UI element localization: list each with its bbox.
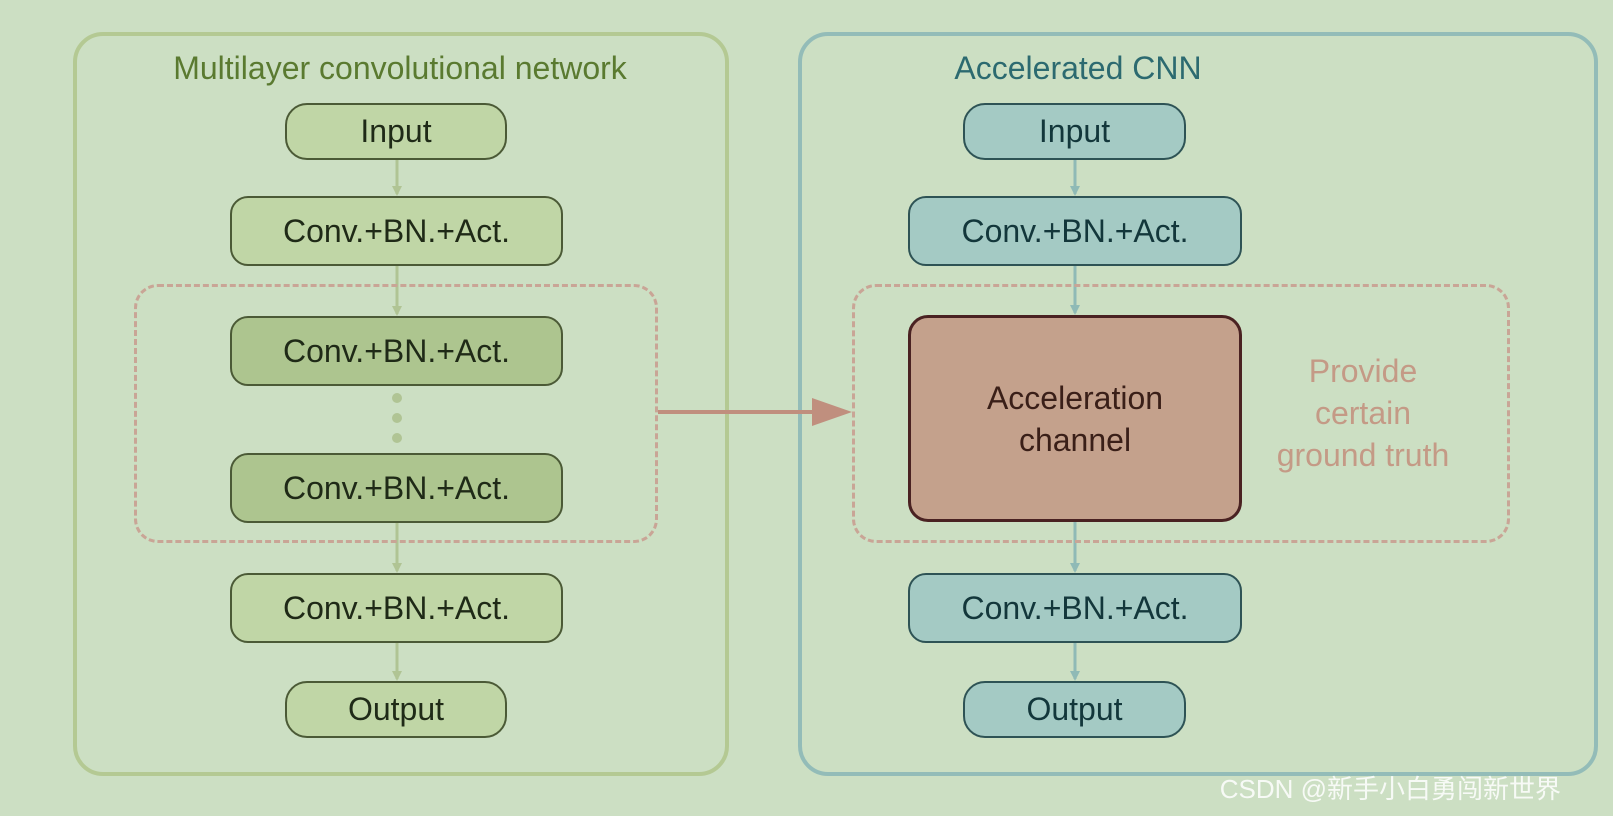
ellipsis-dot bbox=[392, 393, 402, 403]
left-conv-layer-4: Conv.+BN.+Act. bbox=[230, 573, 563, 643]
acceleration-label-line1: Acceleration bbox=[986, 379, 1164, 416]
left-input-node: Input bbox=[285, 103, 507, 160]
right-panel-title: Accelerated CNN bbox=[954, 50, 1202, 86]
ellipsis-dot bbox=[392, 413, 402, 423]
left-conv-layer-2: Conv.+BN.+Act. bbox=[230, 316, 563, 386]
ellipsis-dot bbox=[392, 433, 402, 443]
right-output-node: Output bbox=[963, 681, 1186, 738]
ground-truth-note: Provide certain ground truth bbox=[1277, 350, 1450, 476]
accelerated-cnn-panel bbox=[798, 32, 1598, 776]
right-input-node: Input bbox=[963, 103, 1186, 160]
left-repeated-layers-group bbox=[134, 284, 658, 543]
transfer-arrow-head bbox=[812, 398, 852, 426]
right-conv-layer-2: Conv.+BN.+Act. bbox=[908, 573, 1242, 643]
acceleration-label-line2: channel bbox=[1018, 421, 1132, 458]
note-line2: certain bbox=[1314, 395, 1412, 431]
acceleration-channel-node: Acceleration channel bbox=[908, 315, 1242, 522]
note-line1: Provide bbox=[1308, 353, 1418, 389]
multilayer-cnn-panel bbox=[73, 32, 729, 776]
left-panel-title: Multilayer convolutional network bbox=[173, 50, 627, 86]
right-acceleration-group bbox=[852, 284, 1510, 543]
left-conv-layer-1: Conv.+BN.+Act. bbox=[230, 196, 563, 266]
watermark: CSDN @新手小白勇闯新世界 bbox=[1219, 774, 1561, 804]
left-conv-layer-3: Conv.+BN.+Act. bbox=[230, 453, 563, 523]
note-line3: ground truth bbox=[1276, 437, 1450, 473]
right-conv-layer-1: Conv.+BN.+Act. bbox=[908, 196, 1242, 266]
left-output-node: Output bbox=[285, 681, 507, 738]
